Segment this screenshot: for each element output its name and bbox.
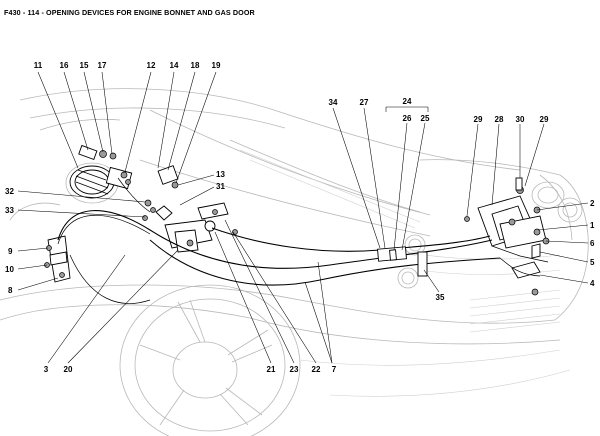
callout-20: 20: [64, 365, 73, 374]
callout-30: 30: [516, 115, 525, 124]
callout-13: 13: [216, 170, 225, 179]
callout-21: 21: [267, 365, 276, 374]
callout-33: 33: [5, 206, 14, 215]
callout-19: 19: [212, 61, 221, 70]
callout-16: 16: [60, 61, 69, 70]
callout-labels: 11 16 15 17 12 14 18 19 13 31 32 33 9 10…: [5, 61, 595, 374]
callout-23: 23: [290, 365, 299, 374]
callout-11: 11: [34, 61, 43, 70]
callout-3: 3: [44, 365, 49, 374]
release-cables: [57, 177, 549, 304]
release-handle: [44, 235, 71, 283]
callout-17: 17: [98, 61, 107, 70]
callout-9: 9: [8, 247, 13, 256]
callout-28: 28: [495, 115, 504, 124]
callout-24: 24: [403, 97, 412, 106]
callout-14: 14: [170, 61, 179, 70]
callout-31: 31: [216, 182, 225, 191]
callout-35: 35: [436, 293, 445, 302]
callout-4: 4: [590, 279, 595, 288]
leader-lines: [17, 71, 589, 364]
callout-10: 10: [5, 265, 14, 274]
rear-lock-assembly: [464, 177, 550, 296]
callout-27: 27: [360, 98, 369, 107]
car-body-outline: [0, 88, 589, 436]
callout-8: 8: [8, 286, 13, 295]
callout-18: 18: [191, 61, 200, 70]
callout-15: 15: [80, 61, 89, 70]
callout-32: 32: [5, 187, 14, 196]
page-title: F430 - 114 - OPENING DEVICES FOR ENGINE …: [4, 8, 255, 17]
callout-1: 1: [590, 221, 595, 230]
callout-29-left: 29: [474, 115, 483, 124]
callout-7: 7: [332, 365, 337, 374]
callout-12: 12: [147, 61, 156, 70]
callout-34: 34: [329, 98, 338, 107]
gas-door-assembly: [69, 144, 133, 199]
callout-2: 2: [590, 199, 595, 208]
callout-26: 26: [403, 114, 412, 123]
callout-25: 25: [421, 114, 430, 123]
callout-22: 22: [312, 365, 321, 374]
callout-6: 6: [590, 239, 595, 248]
callout-29-right: 29: [540, 115, 549, 124]
callout-5: 5: [590, 258, 595, 267]
